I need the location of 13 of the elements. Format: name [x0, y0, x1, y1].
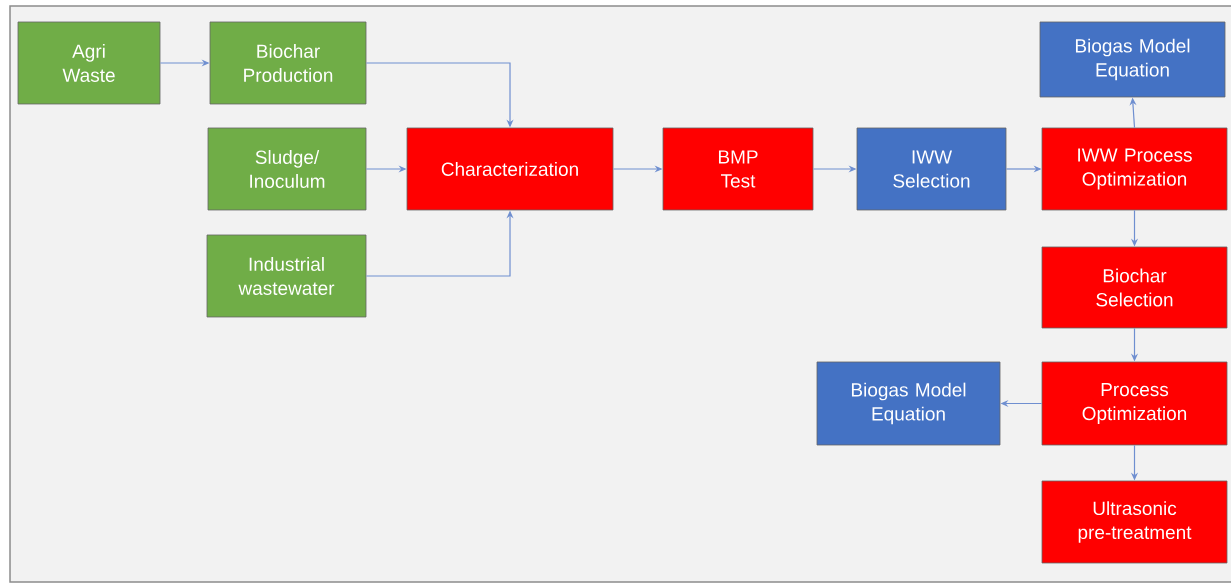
- process-box: Process Optimization: [1041, 361, 1228, 446]
- process-box: Biogas Model Equation: [816, 361, 1001, 446]
- process-box: IWW Selection: [856, 127, 1007, 211]
- process-box: Biogas Model Equation: [1039, 21, 1226, 98]
- process-box: Industrial wastewater: [206, 234, 367, 318]
- process-box: Characterization: [406, 127, 614, 211]
- process-box: BMP Test: [662, 127, 814, 211]
- process-box: Sludge/ Inoculum: [207, 127, 367, 211]
- process-box: IWW Process Optimization: [1041, 127, 1228, 211]
- process-box: Ultrasonic pre-treatment: [1041, 480, 1228, 564]
- process-box: Biochar Selection: [1041, 246, 1228, 329]
- process-box: Biochar Production: [209, 21, 367, 105]
- process-box: Agri Waste: [17, 21, 161, 105]
